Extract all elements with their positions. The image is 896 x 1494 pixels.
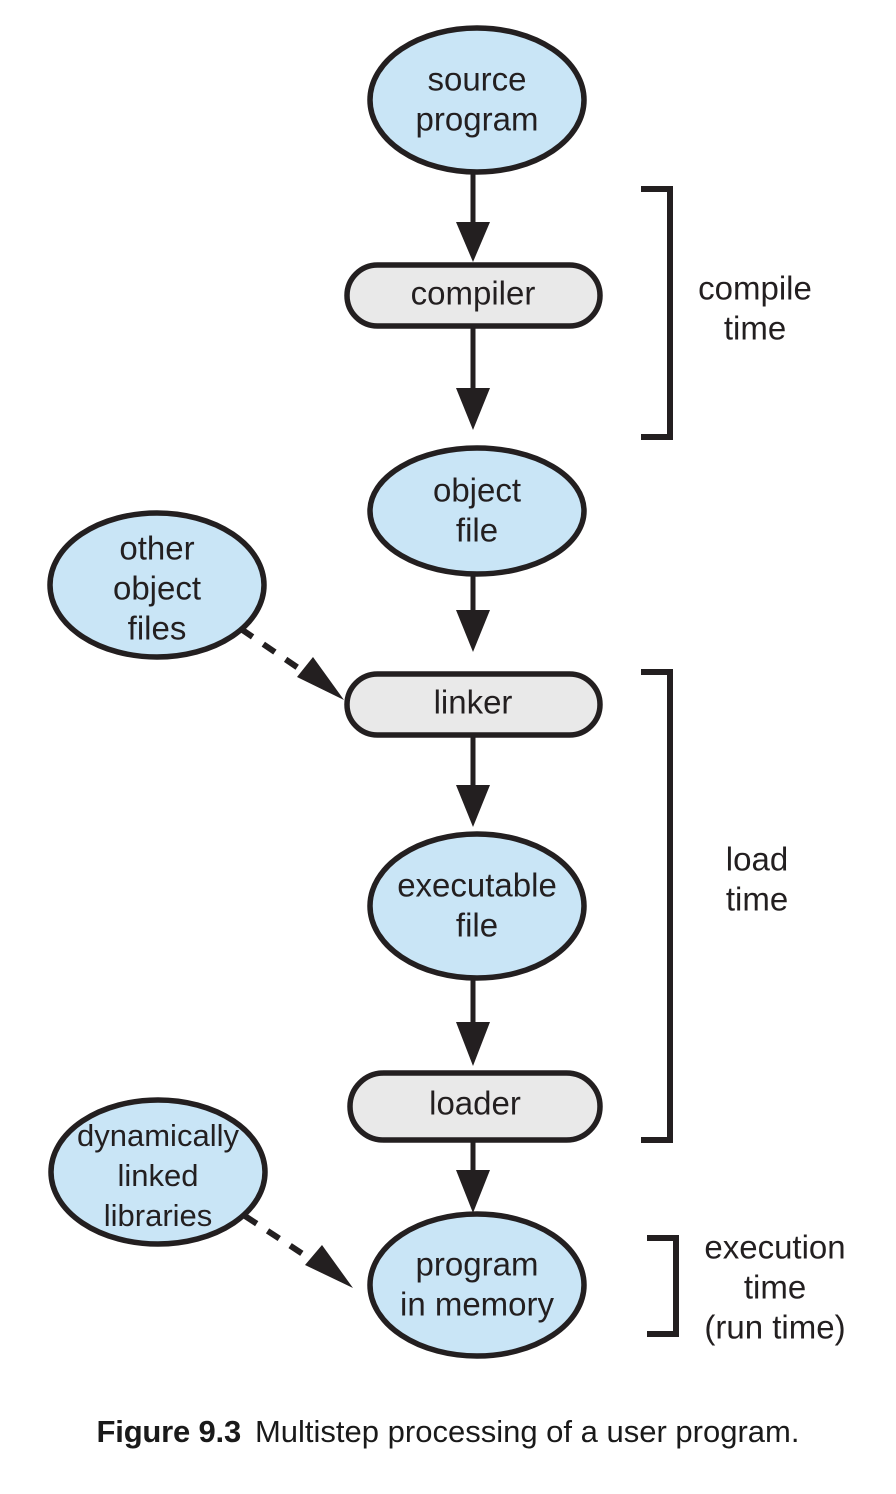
node-object-file-line1: object — [433, 472, 521, 509]
edge-linker-to-executable-file — [456, 737, 490, 827]
edge-object-file-to-linker — [456, 573, 490, 652]
node-source-program[interactable]: source program — [367, 25, 587, 175]
node-source-program-line2: program — [416, 101, 539, 138]
node-other-object-files[interactable]: other object files — [47, 510, 267, 660]
bracket-execution-time-line1: execution — [704, 1229, 845, 1266]
node-source-program-line1: source — [427, 61, 526, 98]
edge-source-program-to-compiler — [456, 172, 490, 262]
node-dynamically-linked-libraries[interactable]: dynamically linked libraries — [48, 1097, 268, 1247]
figure-caption-label: Figure 9.3 — [96, 1414, 242, 1449]
node-executable-file-line1: executable — [397, 867, 557, 904]
edge-other-object-files-to-linker — [239, 626, 344, 700]
node-other-object-files-line2: object — [113, 570, 201, 607]
node-dll-line3: libraries — [104, 1198, 213, 1233]
node-linker[interactable]: linker — [344, 671, 603, 738]
edge-dynamically-linked-libraries-to-program-in-memory — [243, 1213, 353, 1288]
bracket-execution-time-line3: (run time) — [704, 1309, 845, 1346]
node-compiler-label: compiler — [411, 275, 536, 312]
node-program-in-memory-line2: in memory — [400, 1286, 555, 1323]
bracket-load-time-line2: time — [726, 881, 788, 918]
node-program-in-memory-line1: program — [416, 1246, 539, 1283]
figure-caption: Figure 9.3 Multistep processing of a user… — [0, 1414, 896, 1450]
node-loader[interactable]: loader — [347, 1070, 603, 1143]
node-other-object-files-line3: files — [128, 610, 187, 647]
bracket-compile-time-line1: compile — [698, 270, 812, 307]
node-dll-line2: linked — [118, 1158, 199, 1193]
node-compiler[interactable]: compiler — [344, 262, 603, 329]
bracket-compile-time-line2: time — [724, 310, 786, 347]
edge-compiler-to-object-file — [456, 326, 490, 430]
node-program-in-memory[interactable]: program in memory — [367, 1211, 587, 1359]
bracket-execution-time-line2: time — [744, 1269, 806, 1306]
figure-caption-text: Multistep processing of a user program. — [254, 1414, 800, 1449]
bracket-compile-time: compile time — [641, 186, 812, 440]
bracket-load-time-line1: load — [726, 841, 788, 878]
edge-executable-file-to-loader — [456, 978, 490, 1066]
node-dll-line1: dynamically — [77, 1118, 239, 1153]
node-linker-label: linker — [434, 684, 513, 721]
node-object-file-line2: file — [456, 512, 498, 549]
node-executable-file[interactable]: executable file — [367, 831, 587, 981]
bracket-load-time: load time — [641, 669, 788, 1143]
edge-loader-to-program-in-memory — [456, 1142, 490, 1213]
node-loader-label: loader — [429, 1085, 521, 1122]
node-other-object-files-line1: other — [119, 530, 194, 567]
bracket-execution-time: execution time (run time) — [647, 1229, 846, 1346]
node-executable-file-line2: file — [456, 907, 498, 944]
node-object-file[interactable]: object file — [367, 445, 587, 577]
